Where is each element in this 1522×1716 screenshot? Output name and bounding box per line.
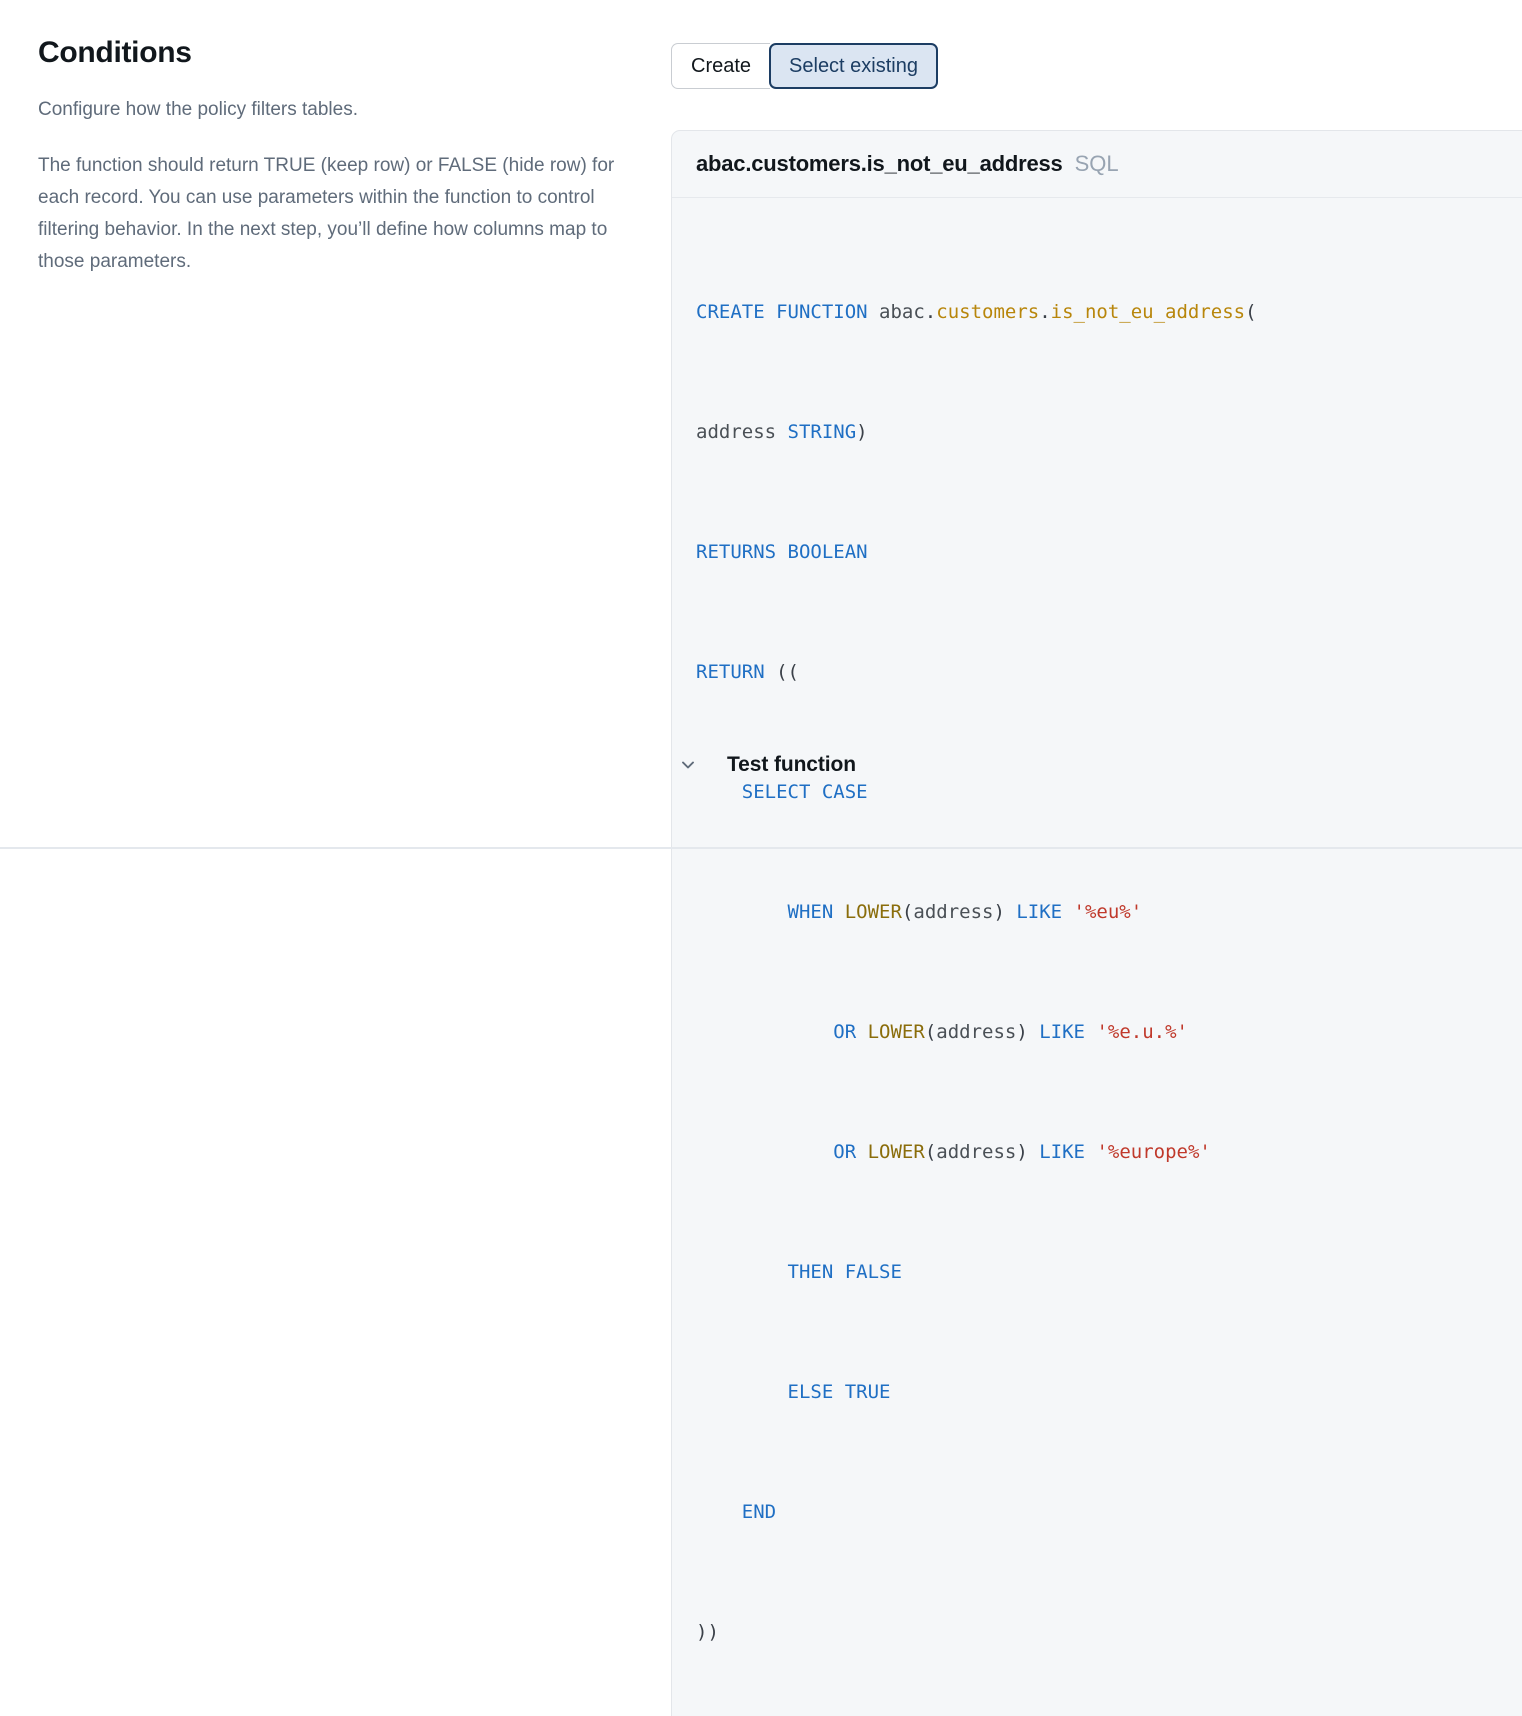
code-line: CREATE FUNCTION abac.customers.is_not_eu… bbox=[696, 301, 1257, 323]
code-line: )) bbox=[696, 1621, 719, 1643]
code-line: SELECT CASE bbox=[741, 781, 868, 803]
code-language-label: SQL bbox=[1074, 151, 1119, 176]
code-line: ELSE TRUE bbox=[787, 1381, 891, 1403]
create-or-select-segmented-control[interactable]: Create Select existing bbox=[671, 43, 938, 89]
code-line: WHEN LOWER(address) LIKE '%eu%' bbox=[787, 901, 1143, 923]
bottom-divider bbox=[0, 847, 1522, 849]
code-line: OR LOWER(address) LIKE '%e.u.%' bbox=[833, 1021, 1188, 1043]
conditions-info-column: Conditions Configure how the policy filt… bbox=[38, 34, 638, 278]
test-function-accordion[interactable]: Test function bbox=[676, 753, 856, 777]
panel-description-secondary: The function should return TRUE (keep ro… bbox=[38, 155, 615, 272]
chevron-down-icon[interactable] bbox=[676, 753, 700, 777]
sql-code-block: CREATE FUNCTION abac.customers.is_not_eu… bbox=[672, 198, 1522, 1716]
code-line: RETURN (( bbox=[696, 661, 799, 683]
segment-select-existing[interactable]: Select existing bbox=[769, 43, 938, 89]
page-title: Conditions bbox=[38, 36, 192, 69]
code-line: RETURNS BOOLEAN bbox=[696, 541, 868, 563]
code-line: OR LOWER(address) LIKE '%europe%' bbox=[833, 1141, 1211, 1163]
code-line: address STRING) bbox=[696, 421, 868, 443]
test-function-label: Test function bbox=[727, 753, 856, 776]
code-panel-header: abac.customers.is_not_eu_address SQL bbox=[672, 131, 1522, 198]
segment-create[interactable]: Create bbox=[671, 43, 771, 89]
panel-description-primary: Configure how the policy filters tables. bbox=[38, 99, 358, 120]
code-line: THEN FALSE bbox=[787, 1261, 902, 1283]
sql-function-preview-panel: abac.customers.is_not_eu_address SQL CRE… bbox=[671, 130, 1522, 1716]
code-line: END bbox=[741, 1501, 777, 1523]
function-name-label: abac.customers.is_not_eu_address bbox=[696, 151, 1063, 176]
